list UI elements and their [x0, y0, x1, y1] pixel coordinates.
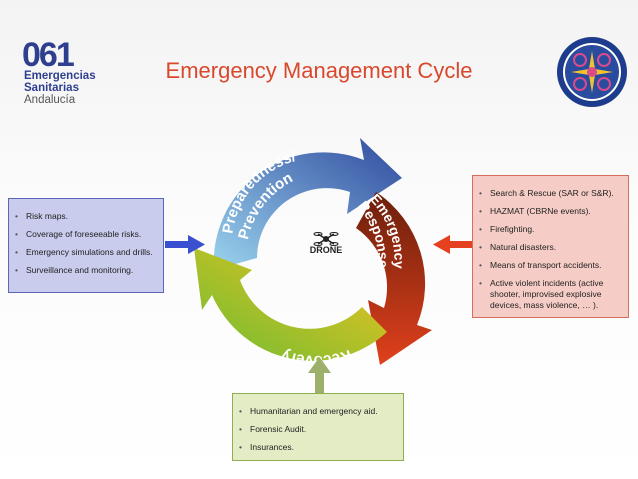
logo-line-1: Emergencias	[24, 70, 96, 82]
list-item: Surveillance and monitoring.	[13, 265, 157, 276]
list-item: Active violent incidents (active shooter…	[477, 278, 622, 311]
recovery-band	[194, 248, 387, 361]
emergencias-sanitarias-logo: 061 Emergencias Sanitarias Andalucía	[20, 36, 125, 118]
drone-label: DRONE	[309, 245, 343, 255]
list-item: Emergency simulations and drills.	[13, 247, 157, 258]
logo-line-2: Sanitarias	[24, 82, 79, 94]
drone-center-logo: DRONE	[296, 231, 356, 261]
logo-text: Emergencias Sanitarias Andalucía	[24, 70, 96, 106]
list-item: Natural disasters.	[477, 242, 622, 253]
list-item: Forensic Audit.	[237, 424, 397, 435]
svg-text:Recovery: Recovery	[278, 346, 353, 369]
right-arrow-icon	[433, 235, 472, 254]
page-title: Emergency Management Cycle	[165, 58, 473, 83]
phase-recovery: Recovery	[278, 346, 353, 369]
drone-icon	[313, 232, 339, 246]
list-item: Coverage of foreseeable risks.	[13, 229, 157, 240]
bottom-arrow-icon	[308, 357, 331, 393]
list-item: Insurances.	[237, 442, 397, 453]
prevention-box: Risk maps. Coverage of foreseeable risks…	[8, 198, 164, 293]
left-arrow-icon	[165, 235, 205, 254]
prevention-band	[213, 138, 402, 270]
list-item: Search & Rescue (SAR or S&R).	[477, 188, 622, 199]
list-item: Means of transport accidents.	[477, 260, 622, 271]
list-item: Risk maps.	[13, 211, 157, 222]
logo-line-3: Andalucía	[24, 94, 76, 106]
emergency-medical-drone-badge	[557, 37, 627, 107]
list-item: Firefighting.	[477, 224, 622, 235]
management-cycle-diagram: Preparedness/ Prevention Emergency Respo…	[194, 138, 432, 369]
recovery-box: Humanitarian and emergency aid. Forensic…	[232, 393, 404, 461]
response-box: Search & Rescue (SAR or S&R). HAZMAT (CB…	[472, 175, 629, 318]
list-item: HAZMAT (CBRNe events).	[477, 206, 622, 217]
list-item: Humanitarian and emergency aid.	[237, 406, 397, 417]
logo-number: 061	[22, 36, 75, 74]
